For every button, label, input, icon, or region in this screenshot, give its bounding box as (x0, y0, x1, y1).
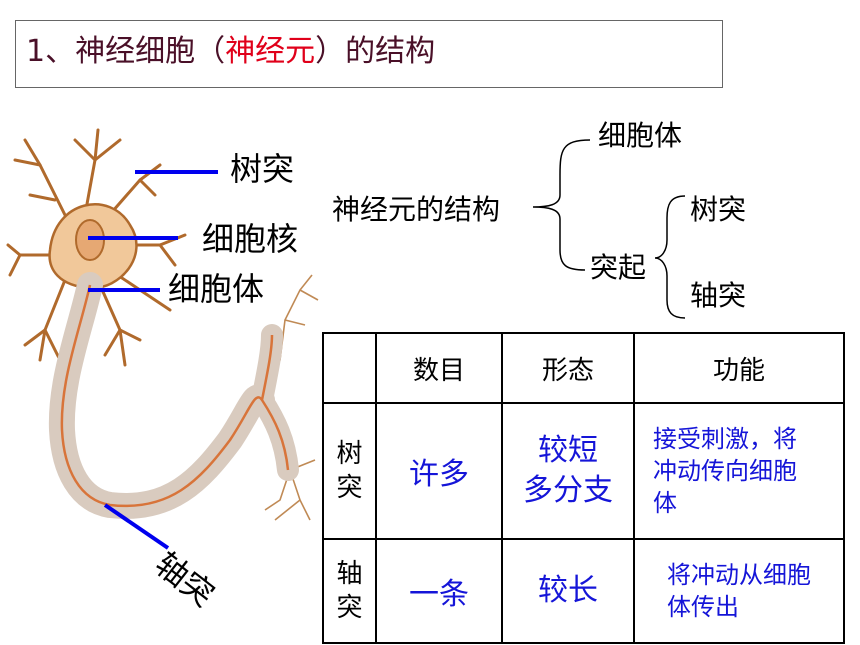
title-box: 1、神经细胞（神经元）的结构 (15, 20, 723, 88)
row-name-text: 树突 (336, 439, 363, 503)
form-line2: 多分支 (523, 473, 613, 508)
tree-branch-processes: 突起 (590, 251, 647, 284)
table-row: 轴突 一条 较长 将冲动从细胞体传出 (322, 538, 845, 644)
table-row: 树突 许多 较短多分支 接受刺激，将冲动传向细胞体 (322, 402, 845, 540)
tree-sub-axon: 轴突 (690, 279, 747, 312)
label-nucleus: 细胞核 (202, 220, 299, 258)
cell-number-dendrite: 许多 (375, 402, 503, 540)
header-empty (322, 332, 377, 404)
cell-form-axon: 较长 (501, 538, 635, 644)
cell-form-dendrite: 较短多分支 (501, 402, 635, 540)
title-part1: 神经细胞（ (75, 34, 226, 69)
form-line1: 较短 (538, 433, 598, 468)
small-brace (654, 195, 686, 319)
neuron-illustration (6, 128, 319, 550)
title-part2: ）的结构 (315, 34, 436, 69)
label-dendrite: 树突 (230, 150, 295, 188)
table-header-row: 数目 形态 功能 (322, 332, 845, 404)
comparison-table: 数目 形态 功能 树突 许多 较短多分支 接受刺激，将冲动传向细胞体 轴突 一条… (322, 332, 845, 644)
title-highlight: 神经元 (225, 34, 316, 69)
cell-function-dendrite: 接受刺激，将冲动传向细胞体 (633, 402, 845, 540)
tree-branch-cell-body: 细胞体 (598, 119, 683, 152)
row-name-dendrite: 树突 (322, 402, 377, 540)
dendrite-branches (6, 128, 187, 367)
title-number: 1、 (26, 34, 76, 69)
function-text: 将冲动从细胞体传出 (667, 561, 811, 621)
axon-core (60, 284, 290, 508)
function-text: 接受刺激，将冲动传向细胞体 (653, 425, 797, 517)
big-brace (532, 139, 591, 271)
label-cell-body: 细胞体 (168, 270, 265, 308)
tree-root: 神经元的结构 (332, 193, 501, 226)
row-name-axon: 轴突 (322, 538, 377, 644)
cell-function-axon: 将冲动从细胞体传出 (633, 538, 845, 644)
header-form: 形态 (501, 332, 635, 404)
form-line1: 较长 (538, 573, 598, 608)
pointer-lines (88, 170, 218, 550)
header-number: 数目 (375, 332, 503, 404)
cell-number-axon: 一条 (375, 538, 503, 644)
tree-sub-dendrite: 树突 (690, 193, 747, 226)
header-function: 功能 (633, 332, 845, 404)
row-name-text: 轴突 (336, 559, 363, 623)
